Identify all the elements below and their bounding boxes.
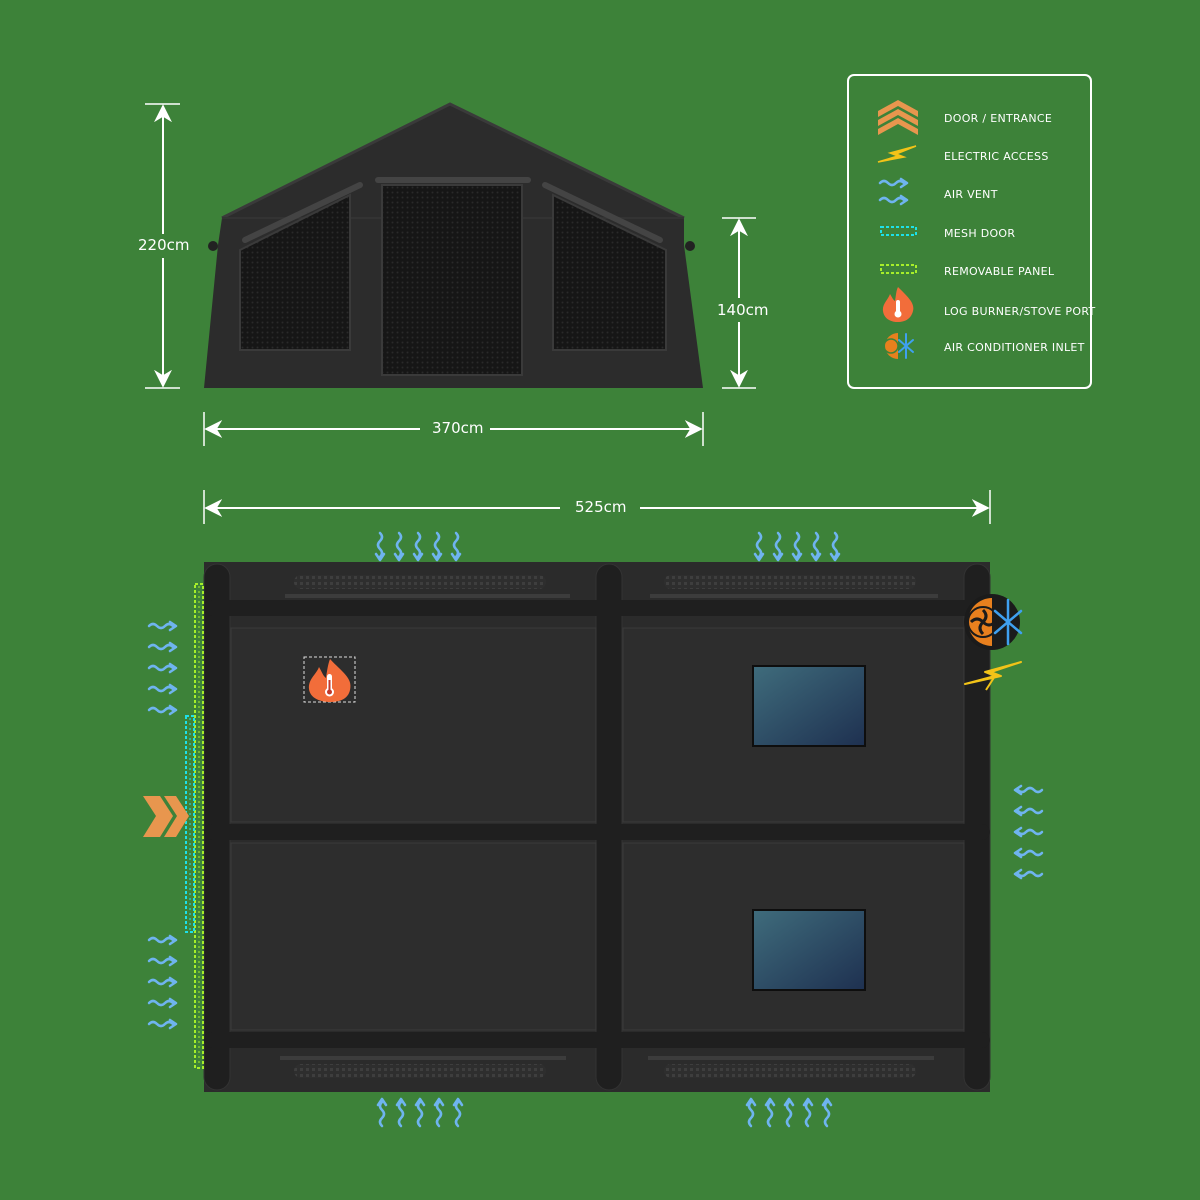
door-entrance-icon bbox=[878, 100, 918, 135]
air-conditioner-icon bbox=[964, 594, 1023, 650]
air-vent-arrow bbox=[1013, 826, 1044, 838]
mesh-door bbox=[185, 715, 195, 933]
legend-item-air-conditioner: AIR CONDITIONER INLET bbox=[849, 333, 1090, 363]
height-total-dimension bbox=[145, 103, 180, 389]
tent-front-elevation bbox=[204, 102, 703, 388]
air-vent-arrow bbox=[147, 976, 178, 988]
air-vent-arrow bbox=[772, 531, 784, 562]
legend-item-electric: ELECTRIC ACCESS bbox=[849, 142, 1090, 172]
legend-label: AIR CONDITIONER INLET bbox=[944, 341, 1085, 354]
removable-panel bbox=[194, 583, 204, 1069]
log-burner-icon bbox=[303, 656, 356, 703]
air-vent-arrow bbox=[810, 531, 822, 562]
air-vent-arrow bbox=[431, 531, 443, 562]
legend-item-log-burner: LOG BURNER/STOVE PORT bbox=[849, 297, 1095, 327]
mesh-door-icon bbox=[880, 226, 917, 236]
air-vent-arrow bbox=[745, 1097, 757, 1128]
removable-panel-icon bbox=[880, 264, 917, 274]
air-vent-arrow bbox=[414, 1097, 426, 1128]
legend-item-removable-panel: REMOVABLE PANEL bbox=[849, 257, 1090, 287]
height-total-label: 220cm bbox=[133, 236, 195, 254]
air-vent-arrow bbox=[374, 531, 386, 562]
air-vent-arrow bbox=[147, 620, 178, 632]
air-vent-arrow bbox=[802, 1097, 814, 1128]
legend-item-door: DOOR / ENTRANCE bbox=[849, 104, 1090, 134]
height-wall-dimension bbox=[722, 217, 756, 389]
air-vent-arrow bbox=[764, 1097, 776, 1128]
air-vent-arrow bbox=[412, 531, 424, 562]
air-vent-arrow bbox=[147, 683, 178, 695]
legend-label: REMOVABLE PANEL bbox=[944, 265, 1055, 278]
air-vent-arrow bbox=[147, 1018, 178, 1030]
air-vent-arrow bbox=[821, 1097, 833, 1128]
air-vent-arrow bbox=[753, 531, 765, 562]
solar-panel bbox=[752, 665, 866, 747]
air-vent-arrow bbox=[433, 1097, 445, 1128]
door-entrance-icon bbox=[143, 796, 189, 837]
front-door-window bbox=[381, 184, 523, 376]
legend-item-mesh-door: MESH DOOR bbox=[849, 219, 1090, 249]
air-vent-arrow bbox=[376, 1097, 388, 1128]
solar-panel bbox=[752, 909, 866, 991]
width-front-label: 370cm bbox=[427, 419, 489, 437]
legend-label: MESH DOOR bbox=[944, 227, 1016, 240]
air-vent-arrow bbox=[1013, 868, 1044, 880]
air-vent-arrow bbox=[791, 531, 803, 562]
air-vent-arrow bbox=[147, 997, 178, 1009]
air-vent-arrow bbox=[147, 662, 178, 674]
air-vent-arrow bbox=[147, 955, 178, 967]
air-vent-arrow bbox=[1013, 784, 1044, 796]
legend-label: ELECTRIC ACCESS bbox=[944, 150, 1049, 163]
front-right-window bbox=[552, 193, 667, 351]
length-plan-label: 525cm bbox=[570, 498, 632, 516]
log-burner-icon bbox=[882, 287, 914, 322]
air-vent-arrow bbox=[450, 531, 462, 562]
air-vent-arrow bbox=[829, 531, 841, 562]
width-front-dimension bbox=[203, 412, 704, 446]
air-vent-arrow bbox=[395, 1097, 407, 1128]
legend-label: DOOR / ENTRANCE bbox=[944, 112, 1053, 125]
height-wall-label: 140cm bbox=[712, 301, 774, 319]
tent-floor-plan bbox=[203, 562, 991, 1092]
air-vent-arrow bbox=[1013, 805, 1044, 817]
front-left-window bbox=[239, 193, 351, 351]
air-vent-arrow bbox=[452, 1097, 464, 1128]
air-vent-arrow bbox=[147, 934, 178, 946]
air-vent-arrow bbox=[147, 704, 178, 716]
air-vent-arrow bbox=[1013, 847, 1044, 859]
electric-access-icon bbox=[877, 145, 917, 163]
air-conditioner-icon bbox=[883, 333, 914, 359]
legend: DOOR / ENTRANCE ELECTRIC ACCESS AIR VENT… bbox=[847, 74, 1095, 389]
legend-label: LOG BURNER/STOVE PORT bbox=[944, 305, 1096, 318]
length-plan-dimension bbox=[203, 490, 991, 524]
legend-item-vent: AIR VENT bbox=[849, 180, 1090, 210]
air-vent-arrow bbox=[147, 641, 178, 653]
air-vent-arrow bbox=[783, 1097, 795, 1128]
legend-label: AIR VENT bbox=[944, 188, 998, 201]
electric-access-icon bbox=[964, 661, 1022, 691]
air-vent-arrow bbox=[393, 531, 405, 562]
